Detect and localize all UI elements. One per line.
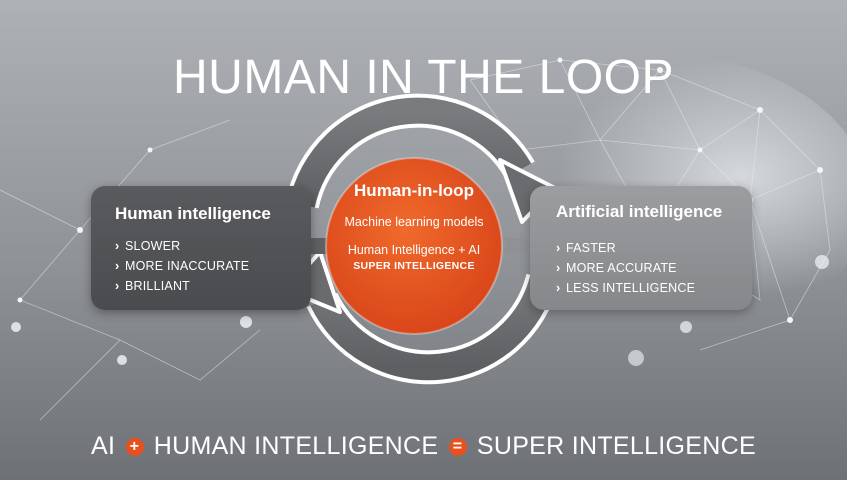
center-circle [325,157,503,335]
list-item: ›MORE INACCURATE [115,256,249,276]
equation-super-intelligence: SUPER INTELLIGENCE [476,432,756,460]
human-intelligence-heading: Human intelligence [115,204,271,223]
artificial-intelligence-panel: Artificial intelligence ›FASTER ›MORE AC… [530,186,752,310]
chevron-right-icon: › [115,239,120,253]
right-connector-arrow [505,232,530,260]
list-item: ›MORE ACCURATE [556,258,695,278]
equals-icon: = [448,438,467,456]
chevron-right-icon: › [556,261,561,275]
list-item: ›SLOWER [115,236,249,256]
bottom-loop-arrow [284,250,560,385]
equation-human-intelligence: HUMAN INTELLIGENCE [153,432,439,460]
list-item: ›FASTER [556,238,695,258]
list-item: ›LESS INTELLIGENCE [556,278,695,298]
plus-icon: + [125,438,144,456]
chevron-right-icon: › [556,281,561,295]
center-heading: Human-in-loop [354,181,474,200]
chevron-right-icon: › [556,241,561,255]
artificial-intelligence-heading: Artificial intelligence [556,202,723,221]
equation-ai: AI [91,432,116,460]
chevron-right-icon: › [115,279,120,293]
human-intelligence-panel: Human intelligence ›SLOWER ›MORE INACCUR… [91,186,311,310]
center-formula-text: Human Intelligence + AI [347,243,481,257]
equation-banner: AI + HUMAN INTELLIGENCE = SUPER INTELLIG… [0,432,847,461]
list-item: ›BRILLIANT [115,276,249,296]
human-intelligence-list: ›SLOWER ›MORE INACCURATE ›BRILLIANT [115,236,249,296]
artificial-intelligence-list: ›FASTER ›MORE ACCURATE ›LESS INTELLIGENC… [556,238,695,298]
center-super-intelligence-text: SUPER INTELLIGENCE [353,260,475,272]
chevron-right-icon: › [115,259,120,273]
human-in-loop-center: Human-in-loop Machine learning models Hu… [334,181,494,272]
center-ml-text: Machine learning models [344,215,484,229]
top-loop-arrow [285,93,557,224]
